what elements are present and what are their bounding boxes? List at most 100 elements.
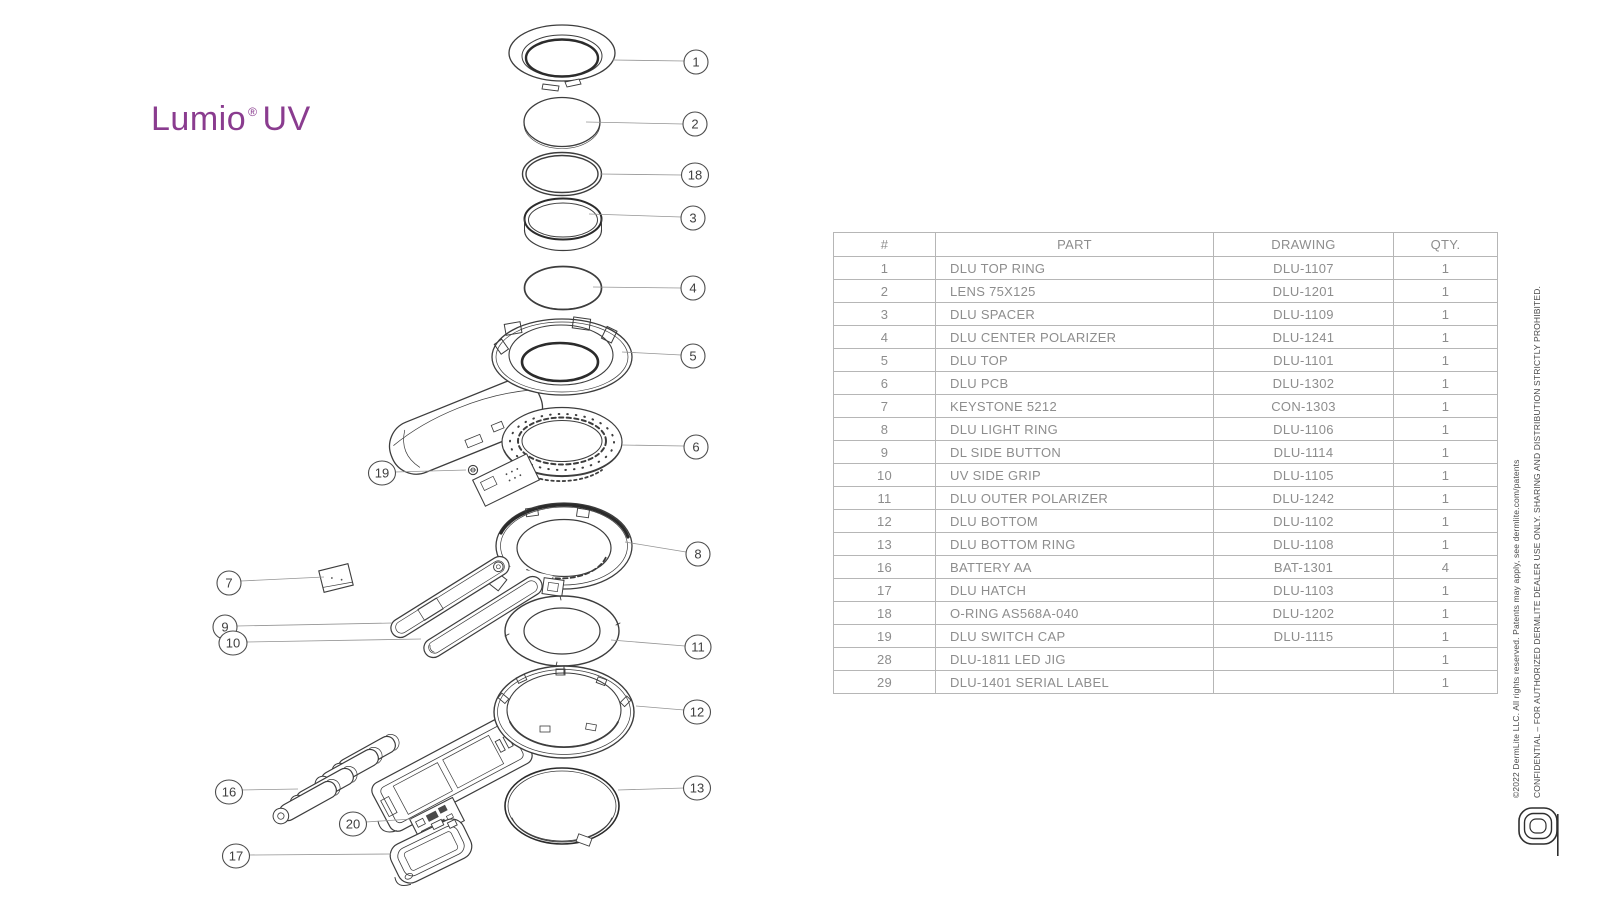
dermlite-logo: [1518, 807, 1559, 856]
leader-lines: [236, 59, 687, 856]
cell-num: 2: [833, 279, 936, 303]
part-keystone-clip: [318, 563, 354, 593]
cell-num: 8: [833, 417, 936, 441]
cell-qty: 1: [1393, 348, 1498, 372]
cell-qty: 1: [1393, 532, 1498, 556]
cell-part: DLU TOP RING: [935, 256, 1214, 280]
cell-part: O-RING AS568A-040: [935, 601, 1214, 625]
cell-drawing: DLU-1109: [1213, 302, 1394, 326]
callout-label: 20: [346, 817, 360, 832]
cell-num: 4: [833, 325, 936, 349]
part-side-button: [390, 555, 510, 639]
callouts: 1 2 18 3 4 5 6 19 8 7 9 10 11 1: [212, 49, 712, 869]
cell-num: 19: [833, 624, 936, 648]
callout-label: 13: [690, 781, 704, 796]
cell-part: DLU-1401 SERIAL LABEL: [935, 670, 1214, 694]
callout-label: 11: [691, 640, 705, 655]
cell-qty: 1: [1393, 624, 1498, 648]
copyright-line: ©2022 DermLite LLC. All rights reserved.…: [1511, 459, 1521, 798]
product-title: Lumio®UV: [151, 100, 311, 139]
cell-part: DL SIDE BUTTON: [935, 440, 1214, 464]
part-spacer: [523, 197, 603, 252]
callout-label: 7: [225, 576, 232, 591]
part-batteries: [272, 734, 400, 825]
part-center-polarizer: [523, 265, 603, 311]
part-outer-polarizer: [504, 595, 621, 667]
callout-label: 18: [688, 168, 702, 183]
part-bottom-ring: [504, 767, 620, 847]
product-variant: UV: [262, 100, 311, 138]
cell-drawing: DLU-1302: [1213, 371, 1394, 395]
legal-text: ©2022 DermLite LLC. All rights reserved.…: [1506, 285, 1548, 798]
cell-qty: 1: [1393, 394, 1498, 418]
cell-drawing: DLU-1103: [1213, 578, 1394, 602]
cell-part: DLU TOP: [935, 348, 1214, 372]
cell-num: 9: [833, 440, 936, 464]
part-side-grip: [423, 575, 543, 659]
callout-label: 6: [692, 440, 699, 455]
cell-num: 29: [833, 670, 936, 694]
part-pcb: [471, 406, 623, 507]
callout-label: 3: [689, 211, 696, 226]
callout-label: 4: [689, 281, 696, 296]
part-top-ring: [508, 24, 616, 92]
cell-drawing: DLU-1114: [1213, 440, 1394, 464]
callout-label: 1: [692, 55, 699, 70]
cell-qty: 1: [1393, 279, 1498, 303]
cell-num: 12: [833, 509, 936, 533]
cell-qty: 1: [1393, 302, 1498, 326]
cell-qty: 1: [1393, 440, 1498, 464]
cell-drawing: [1213, 647, 1394, 671]
part-dlu-top: [388, 316, 633, 475]
cell-num: 17: [833, 578, 936, 602]
cell-qty: 1: [1393, 256, 1498, 280]
confidential-line: CONFIDENTIAL – FOR AUTHORIZED DERMLITE D…: [1532, 285, 1542, 798]
cell-qty: 1: [1393, 486, 1498, 510]
cell-drawing: DLU-1101: [1213, 348, 1394, 372]
part-o-ring: [521, 151, 603, 197]
cell-drawing: DLU-1242: [1213, 486, 1394, 510]
cell-drawing: DLU-1102: [1213, 509, 1394, 533]
part-lens: [523, 96, 601, 149]
column-header-num: #: [833, 232, 936, 257]
cell-qty: 1: [1393, 371, 1498, 395]
cell-num: 6: [833, 371, 936, 395]
cell-part: KEYSTONE 5212: [935, 394, 1214, 418]
cell-qty: 4: [1393, 555, 1498, 579]
cell-part: DLU HATCH: [935, 578, 1214, 602]
part-dlu-bottom: [371, 665, 635, 833]
callout-label: 17: [229, 849, 243, 864]
callout-label: 5: [689, 349, 696, 364]
cell-drawing: CON-1303: [1213, 394, 1394, 418]
cell-qty: 1: [1393, 647, 1498, 671]
cell-drawing: DLU-1105: [1213, 463, 1394, 487]
cell-num: 28: [833, 647, 936, 671]
cell-part: LENS 75X125: [935, 279, 1214, 303]
cell-num: 7: [833, 394, 936, 418]
cell-num: 11: [833, 486, 936, 510]
callout-label: 9: [221, 620, 228, 635]
callout-label: 19: [375, 466, 389, 481]
exploded-diagram: 1 2 18 3 4 5 6 19 8 7 9 10 11 1: [212, 24, 712, 887]
cell-part: DLU BOTTOM RING: [935, 532, 1214, 556]
cell-part: DLU CENTER POLARIZER: [935, 325, 1214, 349]
cell-qty: 1: [1393, 578, 1498, 602]
cell-drawing: DLU-1202: [1213, 601, 1394, 625]
cell-part: DLU BOTTOM: [935, 509, 1214, 533]
cell-qty: 1: [1393, 463, 1498, 487]
registered-mark: ®: [248, 105, 258, 119]
cell-num: 3: [833, 302, 936, 326]
column-header-drawing: DRAWING: [1213, 232, 1394, 257]
cell-qty: 1: [1393, 325, 1498, 349]
